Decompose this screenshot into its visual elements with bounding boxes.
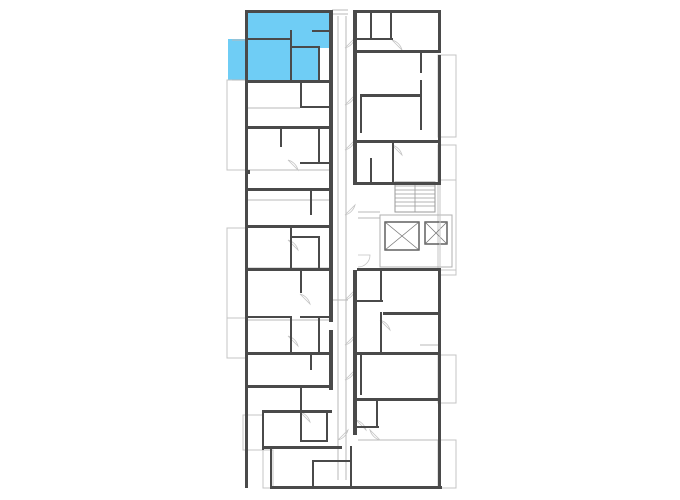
elevator-2 [424, 221, 448, 245]
walls [245, 10, 442, 489]
selected-apartment-room-2[interactable] [228, 39, 320, 80]
selected-apartment-room-3[interactable] [318, 30, 332, 48]
elevator-1 [384, 221, 420, 251]
selected-apartment[interactable] [228, 12, 332, 80]
